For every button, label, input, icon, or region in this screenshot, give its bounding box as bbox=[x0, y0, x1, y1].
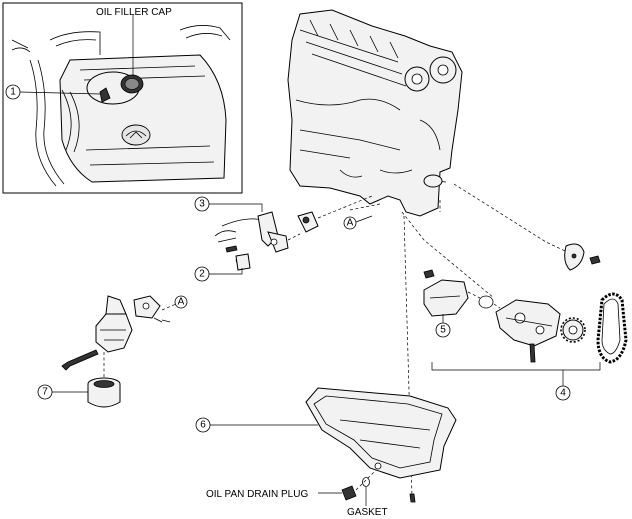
callout-2: 2 bbox=[199, 269, 205, 280]
engine-block bbox=[287, 9, 463, 217]
oil-filler-cap-label: OIL FILLER CAP bbox=[96, 7, 172, 18]
callout-1: 1 bbox=[10, 87, 16, 98]
callout-7: 7 bbox=[42, 387, 48, 398]
sensor-assembly bbox=[194, 195, 381, 282]
oil-pump-assembly bbox=[401, 183, 628, 497]
oil-filter-assembly bbox=[37, 295, 188, 408]
ref-a-upper: A bbox=[347, 218, 354, 229]
callout-6: 6 bbox=[200, 420, 206, 431]
callout-4: 4 bbox=[560, 388, 566, 399]
engine-cover-inset bbox=[2, 2, 243, 194]
oil-pan bbox=[195, 387, 457, 506]
oil-pan-drain-plug-label: OIL PAN DRAIN PLUG bbox=[206, 489, 308, 500]
ref-a-lower: A bbox=[178, 297, 185, 308]
gasket-label: GASKET bbox=[347, 507, 388, 518]
callout-5: 5 bbox=[440, 325, 446, 336]
callout-3: 3 bbox=[199, 199, 205, 210]
